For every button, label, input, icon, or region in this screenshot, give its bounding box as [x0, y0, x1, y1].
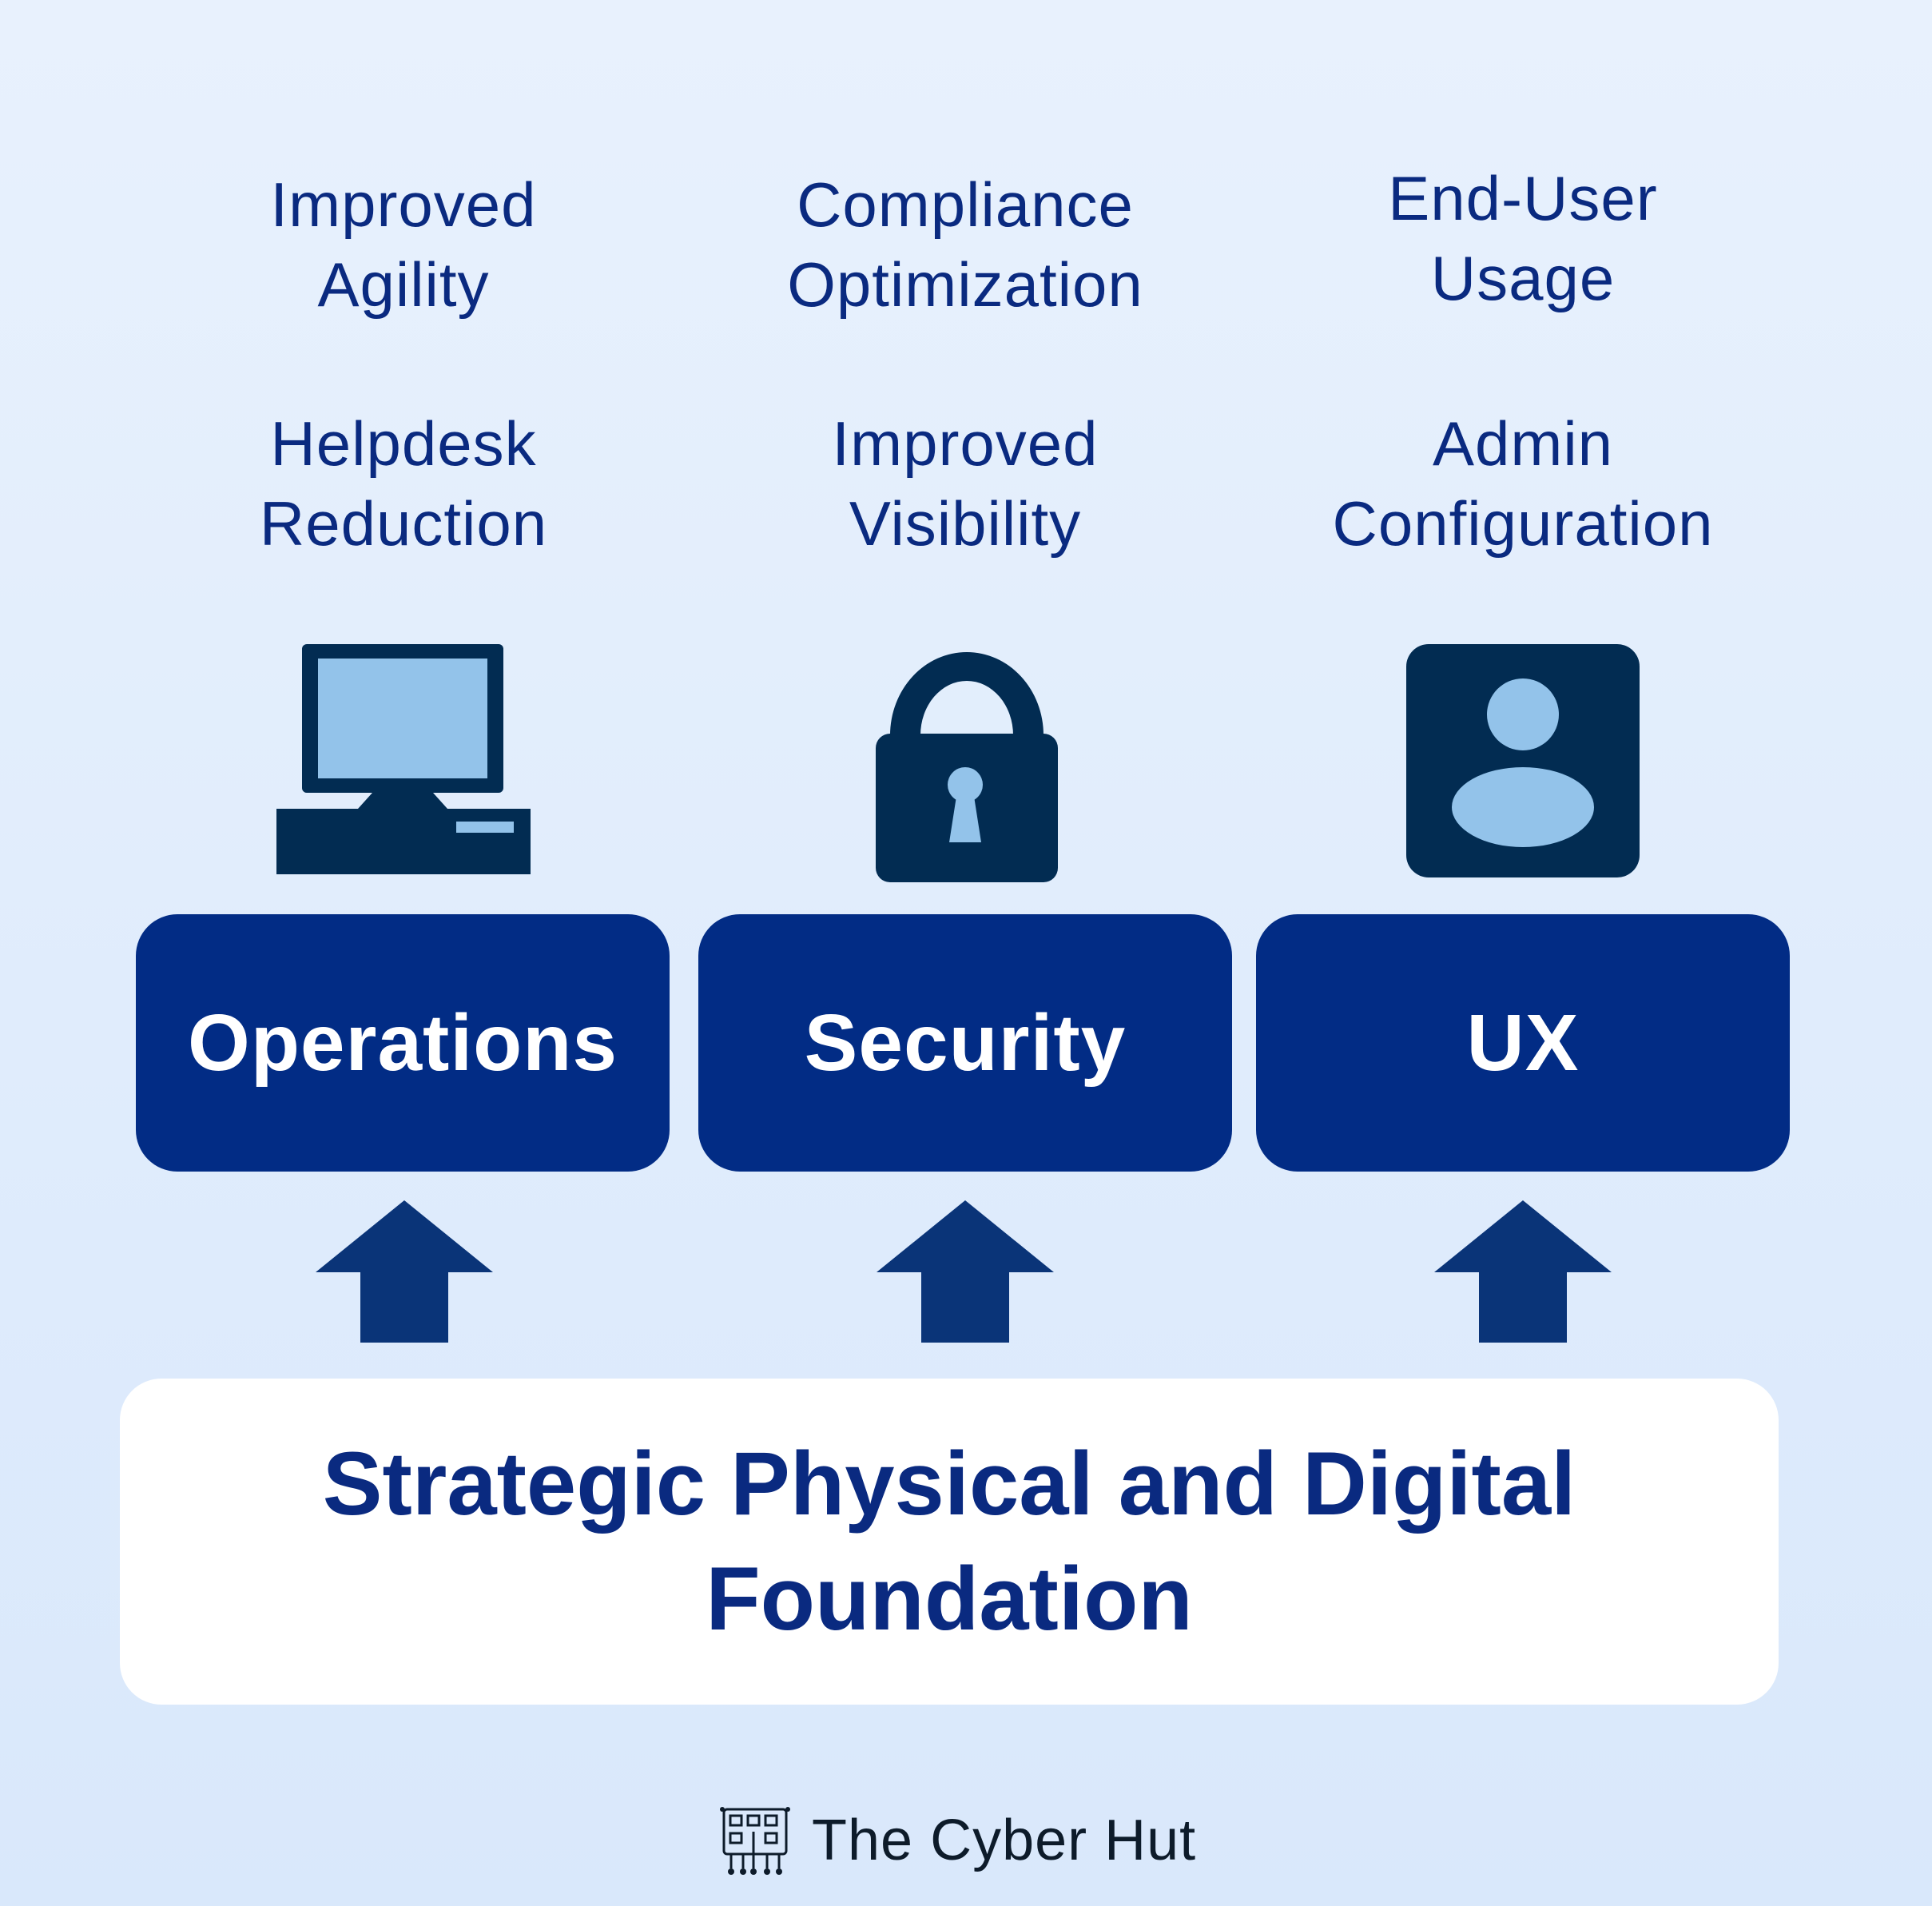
up-arrow-icon: [316, 1200, 493, 1343]
brand-logo: The Cyber Hut: [719, 1805, 1196, 1876]
foundation-box: Strategic Physical and Digital Foundatio…: [120, 1379, 1779, 1705]
pillar-label: UX: [1466, 997, 1580, 1088]
foundation-title: Strategic Physical and Digital Foundatio…: [322, 1434, 1576, 1649]
pillar-ux: UX: [1256, 914, 1790, 1172]
up-arrow-icon: [877, 1200, 1054, 1343]
pillar-label: Security: [804, 997, 1127, 1088]
pillar-security: Security: [698, 914, 1232, 1172]
desktop-computer-icon: [276, 644, 531, 874]
benefit-improved-agility: Improved Agility: [270, 169, 537, 320]
user-profile-icon: [1406, 644, 1640, 877]
brand-name: The Cyber Hut: [812, 1809, 1197, 1872]
pillar-label: Operations: [188, 997, 618, 1088]
benefit-improved-visibility: Improved Visibility: [832, 408, 1099, 559]
up-arrow-icon: [1434, 1200, 1612, 1343]
circuit-board-icon: [720, 1807, 790, 1875]
benefit-helpdesk-reduction: Helpdesk Reduction: [259, 408, 548, 559]
pillar-operations: Operations: [136, 914, 670, 1172]
benefit-end-user-usage: End-User Usage: [1388, 163, 1658, 313]
padlock-icon: [876, 652, 1058, 882]
benefit-admin-configuration: Admin Configuration: [1332, 408, 1714, 559]
benefit-compliance-optimization: Compliance Optimization: [787, 169, 1143, 320]
